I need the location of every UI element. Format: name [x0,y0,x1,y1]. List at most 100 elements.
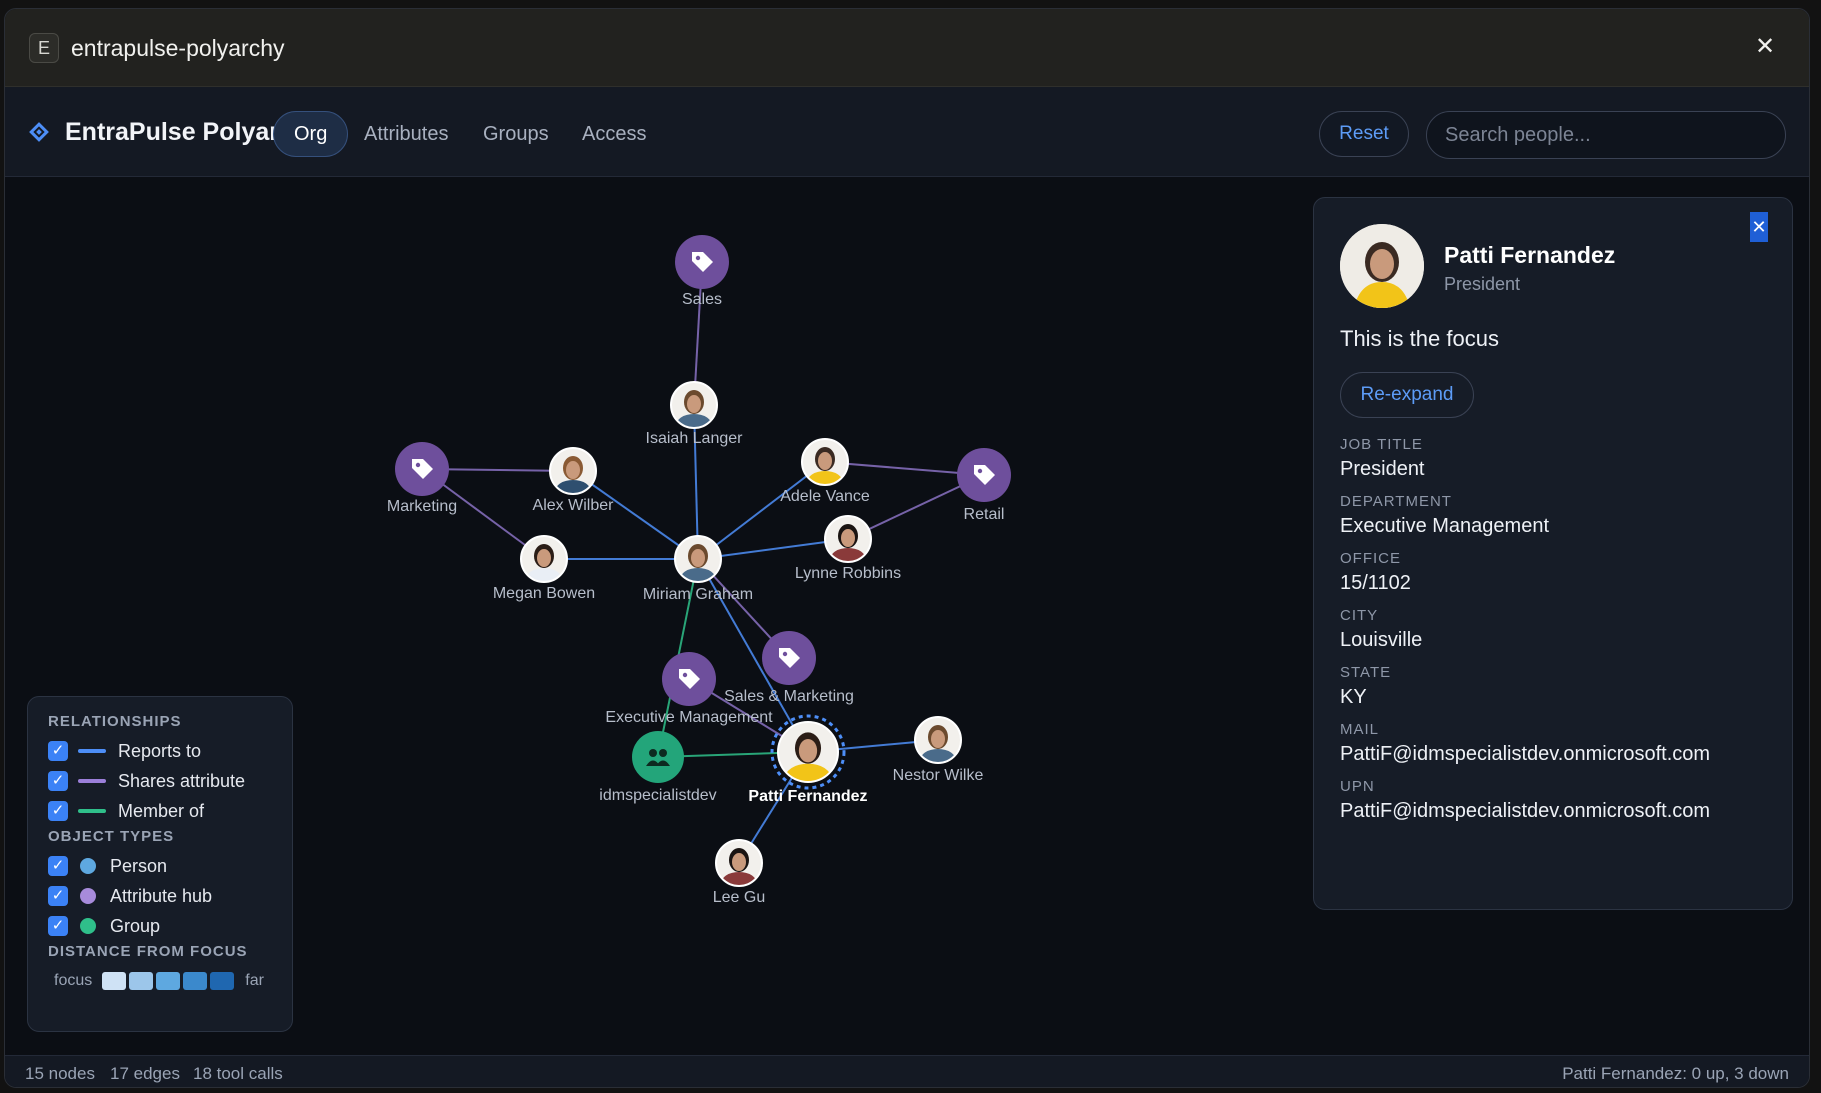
legend-member-of[interactable]: ✓ Member of [48,796,272,826]
shares-attribute-checkbox[interactable]: ✓ [48,771,68,791]
node-marketing[interactable]: Marketing [387,442,457,515]
legend-panel: RELATIONSHIPS ✓ Reports to ✓ Shares attr… [27,696,293,1032]
legend-person[interactable]: ✓ Person [48,851,272,881]
person-checkbox[interactable]: ✓ [48,856,68,876]
attribute-hub-label: Attribute hub [110,885,213,906]
field-value: 15/1102 [1340,572,1411,594]
legend-reports-to[interactable]: ✓ Reports to [48,736,272,766]
legend-relationships-heading: RELATIONSHIPS [48,713,182,730]
avatar [805,447,845,484]
status-edge-count: 17 edges [110,1064,180,1083]
node-idms[interactable]: idmspecialistdev [599,731,717,804]
field-value: President [1340,458,1425,480]
node-lynne[interactable]: Lynne Robbins [795,515,901,582]
node-adele[interactable]: Adele Vance [780,438,870,505]
distance-step-1 [129,972,154,990]
node-sales[interactable]: Sales [675,235,729,308]
avatar [524,544,564,581]
legend-group[interactable]: ✓ Group [48,911,272,941]
avatar [678,544,718,581]
reexpand-button[interactable]: Re-expand [1340,372,1474,418]
avatar [781,732,835,781]
tab-access[interactable]: Access [582,123,647,145]
distance-step-4 [210,972,235,990]
member-of-swatch [78,809,106,813]
tab-attributes[interactable]: Attributes [364,123,449,145]
toolbar: EntraPulse Polyarchy Org Attributes Grou… [5,87,1809,177]
reports-to-swatch [78,749,106,753]
field-label: JOB TITLE [1340,436,1423,453]
node-label: Nestor Wilke [893,767,984,784]
node-label: Marketing [387,498,457,515]
window-close-button[interactable]: ✕ [1754,33,1776,60]
node-salesmkt[interactable]: Sales & Marketing [724,631,854,705]
field-label: DEPARTMENT [1340,493,1452,510]
node-megan[interactable]: Megan Bowen [493,535,595,602]
shares-attribute-swatch [78,779,106,783]
distance-step-3 [183,972,208,990]
node-alex[interactable]: Alex Wilber [533,447,615,514]
member-of-checkbox[interactable]: ✓ [48,801,68,821]
app-window: E entrapulse-polyarchy ✕ EntraPulse Poly… [4,8,1810,1088]
field-value[interactable]: PattiF@idmspecialistdev.onmicrosoft.com [1340,743,1711,765]
group-checkbox[interactable]: ✓ [48,916,68,936]
node-leegu[interactable]: Lee Gu [713,839,765,906]
node-miriam[interactable]: Miriam Graham [643,535,753,603]
field-label: UPN [1340,778,1375,795]
field-value: KY [1340,686,1367,708]
edge-reports-to [697,538,849,560]
people-icon [646,749,670,766]
status-tool-calls: 18 tool calls [193,1064,283,1083]
legend-distance-heading: DISTANCE FROM FOCUS [48,943,248,960]
avatar [918,725,958,762]
person-name: Patti Fernandez [1444,242,1616,268]
field-value: Louisville [1340,629,1423,651]
tab-org[interactable]: Org [273,111,349,157]
node-label: Sales & Marketing [724,688,854,705]
node-label: Patti Fernandez [748,788,867,805]
tab-groups[interactable]: Groups [483,123,549,145]
field-mail: MAIL PattiF@idmspecialistdev.onmicrosoft… [1340,721,1710,766]
avatar [828,524,868,561]
window-title: entrapulse-polyarchy [71,35,285,61]
member-of-label: Member of [118,800,205,821]
legend-attribute-hub[interactable]: ✓ Attribute hub [48,881,272,911]
node-label: Isaiah Langer [646,430,744,447]
focus-ring [770,714,846,790]
person-label: Person [110,855,168,876]
reports-to-checkbox[interactable]: ✓ [48,741,68,761]
node-label: Lee Gu [713,889,765,906]
search-input[interactable] [1426,111,1786,159]
distance-step-2 [156,972,181,990]
avatar [1340,224,1424,308]
node-label: Retail [964,506,1005,523]
attribute-hub-checkbox[interactable]: ✓ [48,886,68,906]
field-value: Executive Management [1340,515,1550,537]
edge-reports-to [572,470,699,560]
person-title: President [1444,274,1521,294]
diamond-logo-icon [29,122,49,142]
field-department: DEPARTMENT Executive Management [1340,493,1549,538]
node-isaiah[interactable]: Isaiah Langer [646,381,744,447]
edge-reports-to [693,404,699,560]
field-label: STATE [1340,664,1392,681]
status-bar: 15 nodes 17 edges 18 tool calls Patti Fe… [5,1055,1809,1087]
node-retail[interactable]: Retail [957,448,1011,523]
field-label: MAIL [1340,721,1380,738]
node-execmgmt[interactable]: Executive Management [605,652,773,726]
node-label: idmspecialistdev [599,787,716,804]
title-bar: E entrapulse-polyarchy ✕ [5,9,1809,87]
status-focus-summary: Patti Fernandez: 0 up, 3 down [1562,1064,1789,1083]
focus-text: This is the focus [1340,326,1499,351]
field-city: CITY Louisville [1340,607,1422,652]
reset-button[interactable]: Reset [1319,111,1409,157]
panel-close-button[interactable]: ✕ [1750,212,1768,242]
field-state: STATE KY [1340,664,1391,709]
legend-shares-attribute[interactable]: ✓ Shares attribute [48,766,272,796]
node-patti[interactable]: Patti Fernandez [748,714,868,805]
node-nestor[interactable]: Nestor Wilke [893,716,984,784]
distance-scale: focus far [48,972,272,990]
node-label: Megan Bowen [493,585,595,602]
